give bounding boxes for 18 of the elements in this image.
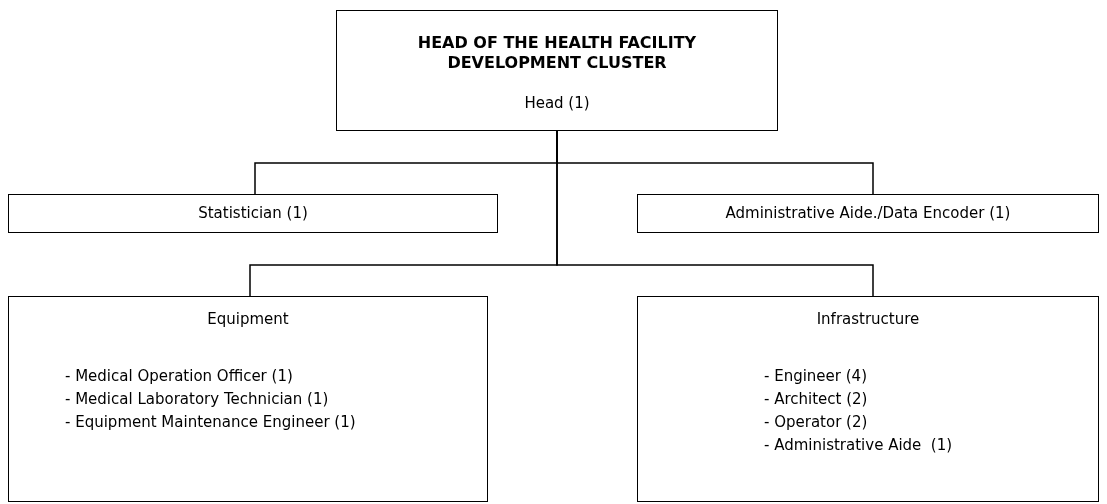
unit-box	[8, 296, 488, 502]
position-text: Statistician (1)	[197, 203, 309, 223]
position-box	[8, 194, 498, 233]
position-item: - Operator (2)	[764, 412, 868, 432]
unit-heading: Equipment	[206, 309, 290, 329]
unit-box	[637, 296, 1099, 502]
position-item: - Administrative Aide (1)	[764, 435, 953, 455]
position-item: - Architect (2)	[764, 389, 868, 409]
position-box	[637, 194, 1099, 233]
position-item: - Medical Laboratory Technician (1)	[65, 389, 329, 409]
position-item: - Engineer (4)	[764, 366, 867, 386]
position-item: - Medical Operation Officer (1)	[65, 366, 293, 386]
position-text: Administrative Aide./Data Encoder (1)	[724, 203, 1012, 223]
position-text: Head (1)	[523, 93, 591, 113]
unit-title: HEAD OF THE HEALTH FACILITY DEVELOPMENT CLUSTER	[417, 33, 697, 73]
position-item: - Equipment Maintenance Engineer (1)	[65, 412, 356, 432]
head-box	[336, 10, 778, 131]
unit-heading: Infrastructure	[815, 309, 921, 329]
